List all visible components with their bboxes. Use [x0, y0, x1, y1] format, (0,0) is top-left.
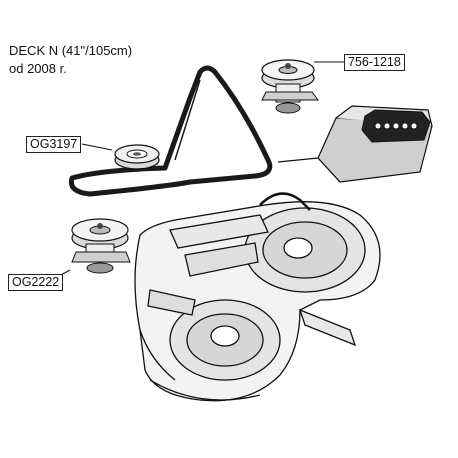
part-label-og2222: OG2222 — [8, 274, 64, 291]
part-label-og3197: OG3197 — [26, 136, 82, 153]
spindle-assembly-left — [47, 218, 131, 283]
part-label-756-1218: 756-1218 — [344, 54, 405, 71]
title-line-1: DECK N (41"/105cm) — [9, 43, 133, 58]
spindle-assembly-top — [261, 59, 344, 114]
belt-cross-section — [277, 105, 433, 183]
title-line-2: od 2008 r. — [9, 61, 67, 76]
drive-belt — [68, 65, 273, 197]
mower-deck — [134, 192, 381, 402]
idler-pulley — [114, 144, 160, 170]
